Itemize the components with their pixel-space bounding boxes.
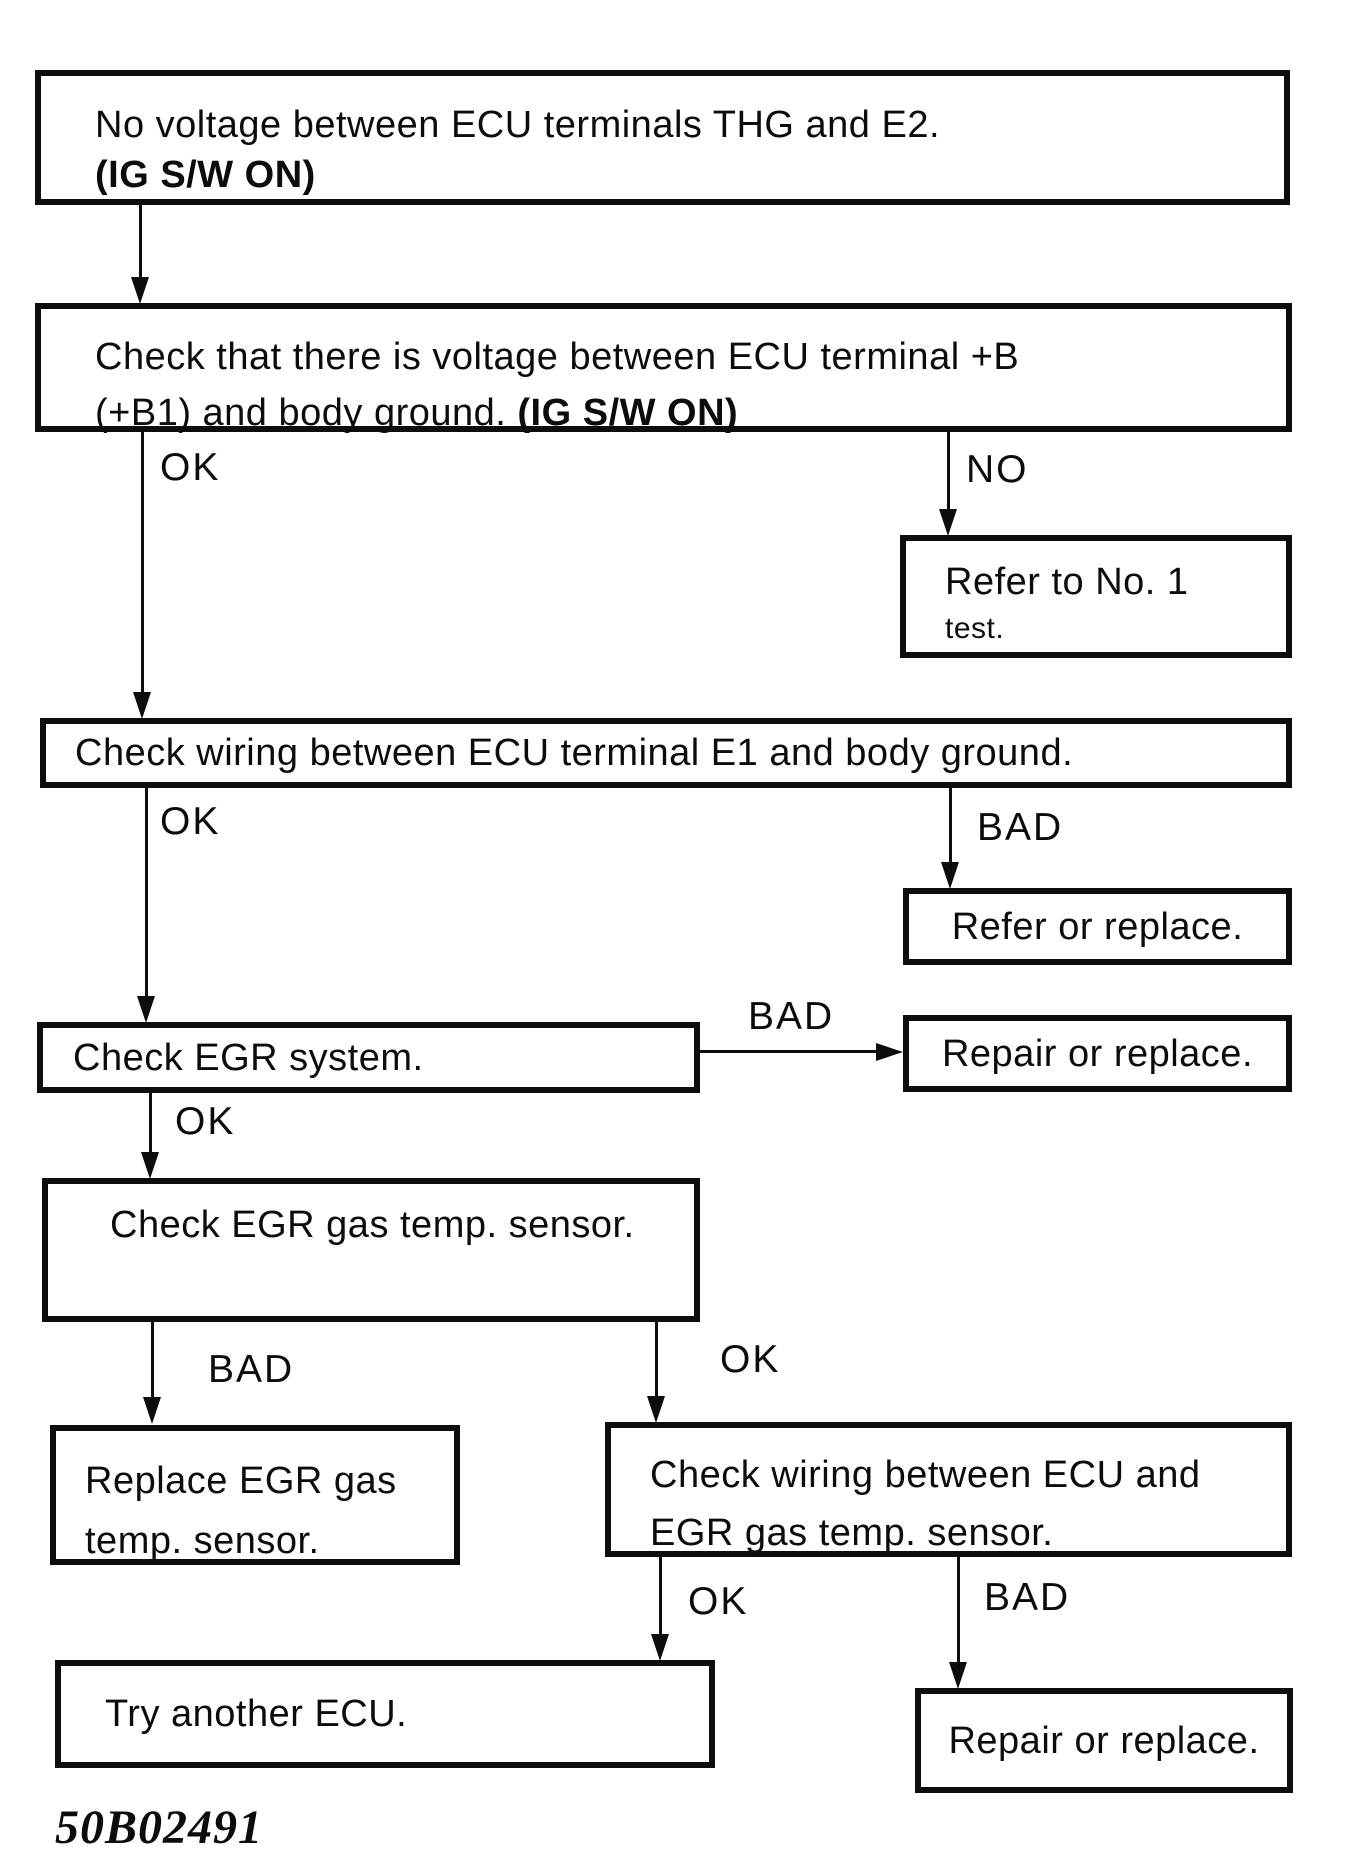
edge-label-ok-3: OK bbox=[175, 1100, 236, 1143]
connector-start-to-voltage bbox=[139, 205, 142, 279]
check-voltage-line2-normal: (+B1) and body ground. bbox=[95, 392, 518, 434]
connector-no-1 bbox=[947, 432, 950, 511]
replace-egr-sensor-line2: temp. sensor. bbox=[85, 1520, 320, 1562]
flow-box-check-wiring-sensor: Check wiring between ECU and EGR gas tem… bbox=[605, 1422, 1292, 1557]
refer-no1-line1: Refer to No. 1 bbox=[945, 561, 1189, 603]
flow-box-refer-no1-test: Refer to No. 1 test. bbox=[900, 535, 1292, 658]
check-voltage-line1: Check that there is voltage between ECU … bbox=[95, 336, 1020, 378]
arrowhead-bad-2 bbox=[876, 1043, 903, 1061]
edge-label-bad-3: BAD bbox=[208, 1348, 295, 1391]
flow-box-refer-or-replace: Refer or replace. bbox=[903, 888, 1292, 965]
connector-ok-1 bbox=[141, 432, 144, 694]
arrowhead-bad-4 bbox=[949, 1662, 967, 1689]
connector-bad-4 bbox=[957, 1557, 960, 1663]
refer-no1-line2: test. bbox=[945, 612, 1005, 645]
try-another-ecu-text: Try another ECU. bbox=[105, 1693, 408, 1735]
arrowhead-ok-5 bbox=[647, 1396, 665, 1423]
start-line2: (IG S/W ON) bbox=[95, 154, 316, 196]
arrowhead-ok-4 bbox=[651, 1634, 669, 1661]
flow-box-check-wiring-e1: Check wiring between ECU terminal E1 and… bbox=[40, 718, 1292, 788]
arrowhead-ok-2 bbox=[137, 996, 155, 1023]
arrowhead-no-1 bbox=[939, 509, 957, 536]
check-wiring-sensor-line2: EGR gas temp. sensor. bbox=[650, 1512, 1054, 1554]
arrowhead-bad-3 bbox=[143, 1397, 161, 1424]
edge-label-bad-4: BAD bbox=[984, 1576, 1071, 1619]
flow-box-try-another-ecu: Try another ECU. bbox=[55, 1660, 715, 1768]
flow-box-repair-or-replace-1: Repair or replace. bbox=[903, 1015, 1292, 1092]
check-egr-system-text: Check EGR system. bbox=[73, 1036, 424, 1079]
connector-bad-3 bbox=[151, 1322, 154, 1398]
refer-or-replace-text: Refer or replace. bbox=[951, 905, 1244, 948]
connector-ok-2 bbox=[145, 788, 148, 997]
flow-box-start: No voltage between ECU terminals THG and… bbox=[35, 70, 1290, 205]
edge-label-bad-1: BAD bbox=[977, 806, 1064, 849]
flow-box-check-egr-system: Check EGR system. bbox=[37, 1022, 700, 1093]
edge-label-no-1: NO bbox=[966, 448, 1029, 491]
flow-box-check-voltage: Check that there is voltage between ECU … bbox=[35, 303, 1292, 434]
check-wiring-e1-text: Check wiring between ECU terminal E1 and… bbox=[75, 732, 1074, 774]
flow-box-check-egr-sensor: Check EGR gas temp. sensor. bbox=[42, 1178, 700, 1322]
check-voltage-line2-bold: (IG S/W ON) bbox=[517, 392, 739, 434]
connector-ok-4 bbox=[659, 1557, 662, 1635]
check-egr-sensor-text: Check EGR gas temp. sensor. bbox=[110, 1204, 635, 1246]
document-code: 50B02491 bbox=[55, 1801, 264, 1854]
flow-box-repair-or-replace-2: Repair or replace. bbox=[915, 1688, 1293, 1793]
connector-bad-1 bbox=[949, 788, 952, 863]
edge-label-ok-1: OK bbox=[160, 446, 221, 489]
arrowhead-bad-1 bbox=[941, 862, 959, 889]
arrowhead-ok-3 bbox=[141, 1152, 159, 1179]
check-wiring-sensor-line1: Check wiring between ECU and bbox=[650, 1454, 1201, 1496]
edge-label-ok-4: OK bbox=[688, 1580, 749, 1623]
connector-ok-5 bbox=[655, 1322, 658, 1397]
repair-or-replace-1-text: Repair or replace. bbox=[941, 1032, 1254, 1075]
flow-box-replace-egr-sensor: Replace EGR gas temp. sensor. bbox=[50, 1425, 460, 1565]
connector-bad-2 bbox=[700, 1050, 877, 1053]
connector-ok-3 bbox=[149, 1093, 152, 1153]
edge-label-ok-5: OK bbox=[720, 1338, 781, 1381]
arrowhead-ok-1 bbox=[133, 692, 151, 719]
repair-or-replace-2-text: Repair or replace. bbox=[948, 1719, 1260, 1762]
replace-egr-sensor-line1: Replace EGR gas bbox=[85, 1460, 397, 1502]
start-line1: No voltage between ECU terminals THG and… bbox=[95, 104, 941, 146]
arrowhead-start-to-voltage bbox=[131, 277, 149, 304]
edge-label-ok-2: OK bbox=[160, 800, 221, 843]
check-voltage-line2: (+B1) and body ground. (IG S/W ON) bbox=[95, 385, 1276, 441]
edge-label-bad-2: BAD bbox=[748, 995, 835, 1038]
